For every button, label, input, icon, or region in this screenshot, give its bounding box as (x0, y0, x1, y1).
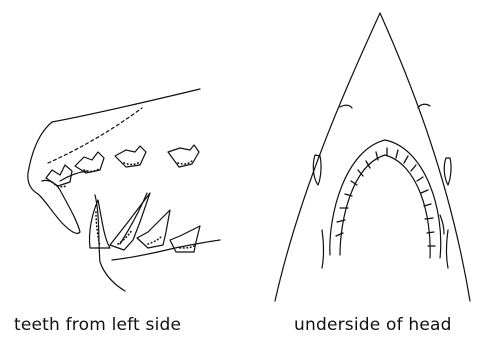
caption-underside-of-head: underside of head (294, 315, 452, 335)
caption-teeth-left-side: teeth from left side (14, 315, 181, 335)
side-view-jaw-drawing (28, 89, 220, 291)
underside-head-drawing (275, 13, 470, 301)
